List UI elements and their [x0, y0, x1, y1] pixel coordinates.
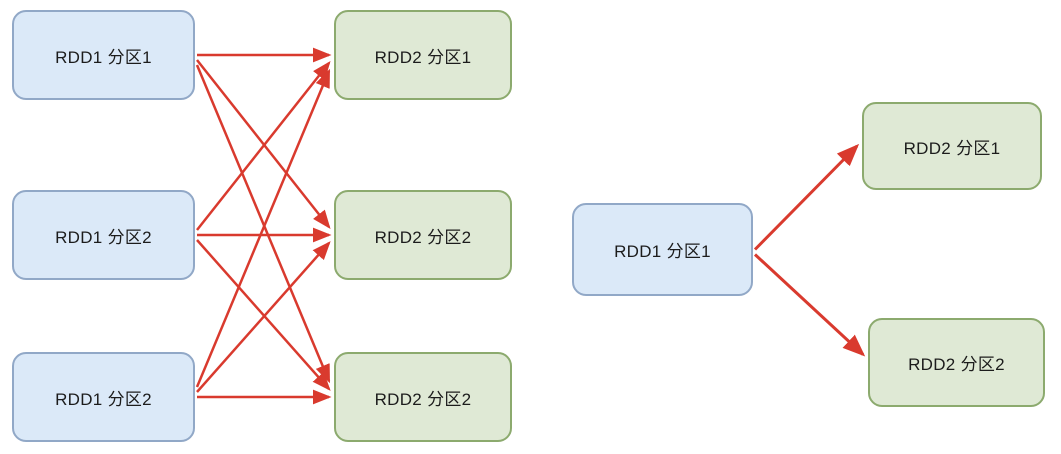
shuffle-target-node-3: RDD2 分区2	[334, 352, 512, 442]
shuffle-source-node-1: RDD1 分区1	[12, 10, 195, 100]
node-label: RDD2 分区1	[374, 47, 472, 67]
shuffle-target-node-1: RDD2 分区1	[334, 10, 512, 100]
shuffle-source-node-3: RDD1 分区2	[12, 352, 195, 442]
narrow-source-node-1: RDD1 分区1	[572, 203, 753, 296]
shuffle-source-node-2: RDD1 分区2	[12, 190, 195, 280]
node-label: RDD1 分区2	[55, 227, 152, 247]
node-label: RDD2 分区1	[903, 138, 1001, 158]
node-label: RDD1 分区2	[55, 389, 152, 409]
shuffle-target-node-2: RDD2 分区2	[334, 190, 512, 280]
node-label: RDD1 分区1	[55, 47, 152, 67]
node-label: RDD2 分区2	[374, 389, 472, 409]
narrow-target-node-2: RDD2 分区2	[868, 318, 1045, 407]
node-label: RDD2 分区2	[374, 227, 472, 247]
node-label: RDD1 分区1	[614, 242, 711, 261]
narrow-target-node-1: RDD2 分区1	[862, 102, 1042, 190]
node-label: RDD2 分区2	[908, 355, 1005, 374]
